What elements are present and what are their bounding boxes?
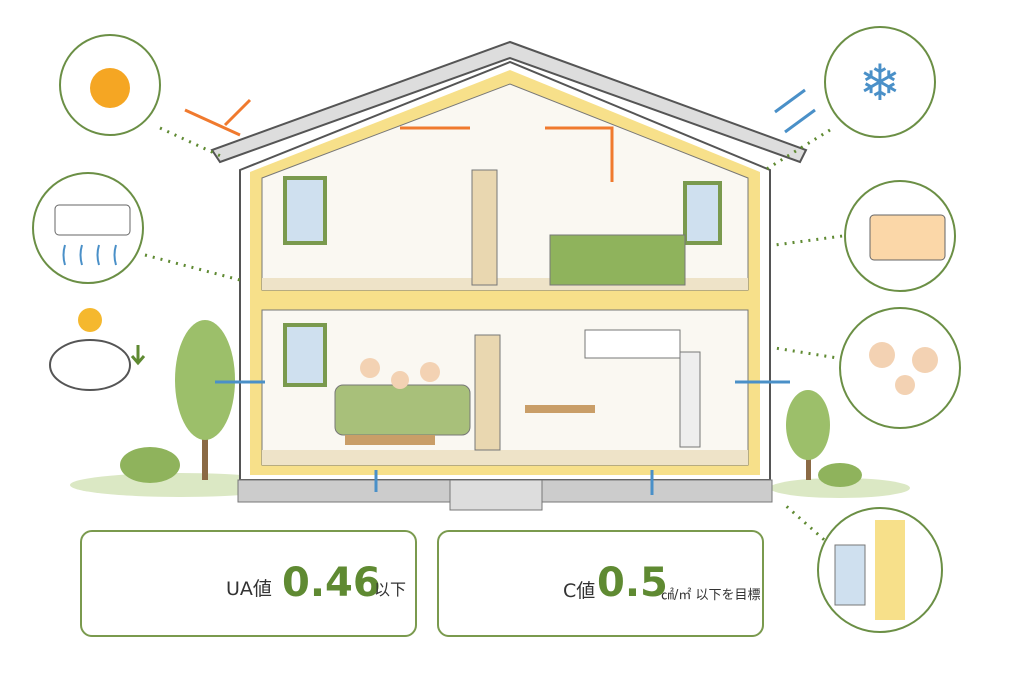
bush <box>120 447 180 483</box>
table <box>345 435 435 445</box>
sofa <box>334 384 471 436</box>
heat-arrows <box>184 98 614 182</box>
dining-table <box>525 405 595 413</box>
door <box>474 334 501 451</box>
tree-right <box>786 390 830 480</box>
bush <box>818 463 862 487</box>
snow-circle: ❄ <box>824 26 936 138</box>
person <box>420 362 440 382</box>
c-value: 0.5 <box>597 560 668 606</box>
yen-coin-icon <box>78 308 102 332</box>
c-suffix: ㎠/㎡ 以下を目標 <box>661 588 761 603</box>
ua-suffix: 以下 <box>374 580 407 599</box>
window <box>283 176 327 245</box>
person <box>391 371 409 389</box>
entrance-steps <box>449 479 543 511</box>
air-conditioner-circle <box>32 172 144 284</box>
ua-value: 0.46 <box>282 560 381 606</box>
snowflake-icon: ❄ <box>859 54 901 112</box>
ua-value-card: UA値 0.46 以下 <box>80 530 417 637</box>
c-value-card: C値 0.5 ㎠/㎡ 以下を目標 <box>437 530 764 637</box>
piggy-bank <box>49 308 146 391</box>
sun-icon <box>90 68 130 108</box>
air-conditioner-icon <box>54 204 131 236</box>
ground-left <box>70 473 290 497</box>
wall-detail-circle <box>817 507 943 633</box>
tree-left <box>175 320 235 480</box>
person <box>360 358 380 378</box>
family-circle <box>839 307 961 429</box>
roof <box>210 40 808 164</box>
down-arrow-icon <box>130 345 146 366</box>
door <box>471 169 498 286</box>
heater-icon <box>869 214 946 261</box>
window <box>283 323 327 387</box>
refrigerator <box>679 351 701 448</box>
bed <box>549 234 686 286</box>
window <box>683 181 722 245</box>
ua-label: UA値 <box>226 578 272 600</box>
airflow-arrows <box>215 88 816 495</box>
c-label: C値 <box>563 580 596 602</box>
kitchen-cabinet <box>584 329 681 359</box>
heater-circle <box>844 180 956 292</box>
ground-right <box>770 478 910 498</box>
sun-circle <box>59 34 161 136</box>
leader-lines <box>144 126 851 547</box>
